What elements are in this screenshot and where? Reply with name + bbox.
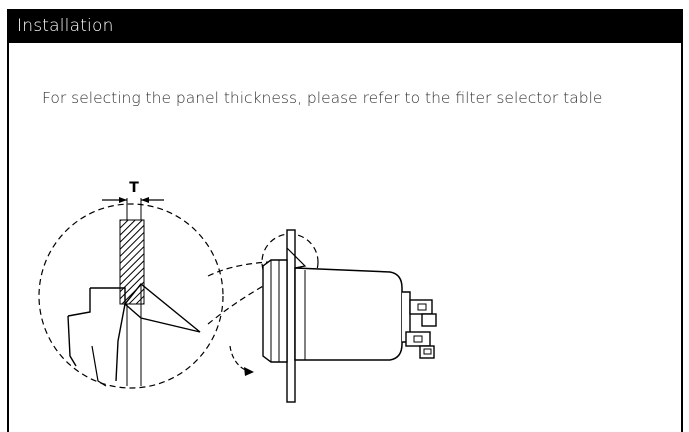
filter-module [229, 229, 437, 403]
detail-zoom-circle [38, 203, 224, 389]
terminal-upper [409, 299, 437, 327]
section-header: Installation [7, 9, 683, 43]
content-frame [7, 43, 683, 432]
dimension-label-t: T [129, 180, 139, 196]
installation-description: For selecting the panel thickness, pleas… [42, 89, 603, 107]
thickness-dimension: T [102, 180, 164, 220]
terminal-lower [405, 331, 435, 359]
installation-diagram: T [38, 180, 437, 403]
